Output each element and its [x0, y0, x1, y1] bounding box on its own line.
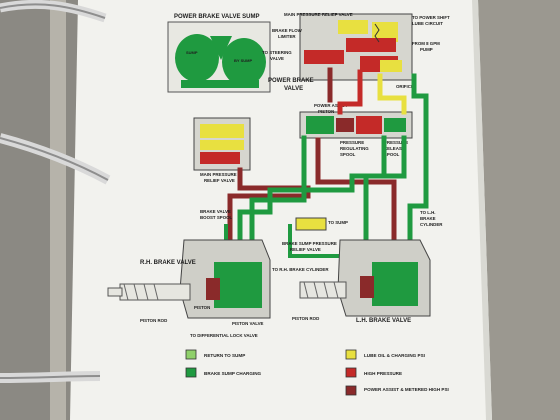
label-piston-left: PISTON — [194, 305, 210, 310]
label-rh-cyl: TO R.H. BRAKE CYLINDER — [272, 267, 329, 272]
hydraulic-lines — [224, 67, 429, 265]
label-power-brake-2: VALVE — [284, 86, 303, 92]
label-to-sump: TO SUMP — [328, 220, 348, 225]
label-regulating-3: SPOOL — [340, 152, 356, 157]
label-flow-limiter-2: LIMITER — [278, 34, 296, 39]
label-flow-limiter-1: BRAKE FLOW — [272, 28, 303, 33]
label-main-relief-small-1: MAIN PRESSURE — [200, 172, 237, 177]
lh-brake-valve — [299, 239, 431, 317]
label-from-pump-2: PUMP — [420, 47, 433, 52]
main-relief-valve-small — [193, 117, 251, 171]
legend-swatch-power-assist — [345, 385, 357, 396]
legend-label-high-pressure: HIGH PRESSURE — [364, 371, 402, 376]
legend-swatch-return — [185, 349, 197, 360]
label-regulating-1: PRESSURE — [340, 140, 364, 145]
label-steering-2: VALVE — [270, 56, 284, 61]
label-assist-1: POWER ASSIST — [314, 103, 348, 108]
label-piston-rod-left: PISTON ROD — [140, 318, 167, 323]
label-piston-rod-right: PISTON ROD — [292, 316, 319, 321]
label-rh-valve: R.H. BRAKE VALVE — [140, 260, 196, 266]
rh-brake-valve — [107, 239, 271, 319]
sump-diagram — [167, 21, 271, 93]
legend-label-power-assist: POWER ASSIST & METERED HIGH PSI — [364, 387, 449, 392]
legend-label-lube: LUBE OIL & CHARGING PSI — [364, 353, 425, 358]
legend-swatch-lube — [345, 349, 357, 360]
label-steering-1: TO STEERING — [262, 50, 292, 55]
label-orifice: ORIFICE — [396, 84, 414, 89]
sump-relief-valve — [295, 217, 327, 231]
label-release-3: SPOOL — [384, 152, 400, 157]
label-main-relief-small-2: RELIEF VALVE — [204, 178, 235, 183]
sump-label-left: SUMP — [186, 50, 198, 55]
legend: RETURN TO SUMP BRAKE SUMP CHARGING LUBE … — [185, 349, 449, 396]
legend-label-sump-charging: BRAKE SUMP CHARGING — [204, 371, 262, 376]
label-diff-lock: TO DIFFERENTIAL LOCK VALVE — [190, 333, 258, 338]
label-sump-relief-1: BRAKE SUMP PRESSURE — [282, 241, 337, 246]
label-from-pump-1: FROM 8 GPM — [412, 41, 440, 46]
binder-ring-top — [0, 0, 107, 23]
sump-label-right: BY SUMP — [234, 58, 252, 63]
label-lh-valve: L.H. BRAKE VALVE — [356, 318, 411, 324]
spool-assembly — [299, 111, 413, 139]
label-lube-circuit: LUBE CIRCUIT — [412, 21, 443, 26]
label-sump-relief-2: RELIEF VALVE — [290, 247, 321, 252]
wall-right — [478, 0, 560, 420]
label-lh-cyl-3: CYLINDER — [420, 222, 443, 227]
label-piston-valve: PISTON VALVE — [232, 321, 264, 326]
label-power-brake-1: POWER BRAKE — [268, 78, 314, 84]
label-assist-2: PISTON — [318, 109, 334, 114]
label-main-relief: MAIN PRESSURE RELIEF VALVE — [284, 12, 353, 17]
label-regulating-2: REGULATING — [340, 146, 369, 151]
label-boost-2: BOOST SPOOL — [200, 215, 233, 220]
label-lh-cyl-2: BRAKE — [420, 216, 436, 221]
page-shadow — [472, 0, 492, 420]
binder-ring-bottom — [0, 371, 101, 383]
binder-ring-middle — [0, 133, 111, 185]
label-power-shift: TO POWER SHIFT — [412, 15, 450, 20]
sump-title: POWER BRAKE VALVE SUMP — [174, 14, 259, 20]
power-brake-valve-body — [299, 13, 413, 81]
legend-swatch-high-pressure — [345, 367, 357, 378]
label-release-2: RELEASE — [384, 146, 405, 151]
legend-label-return: RETURN TO SUMP — [204, 353, 245, 358]
label-boost-1: BRAKE VALVE — [200, 209, 231, 214]
label-release-1: PRESSURE — [384, 140, 408, 145]
binder-spine-strip — [50, 0, 66, 420]
legend-swatch-sump-charging — [185, 367, 197, 378]
label-lh-cyl-1: TO L.H. — [420, 210, 436, 215]
